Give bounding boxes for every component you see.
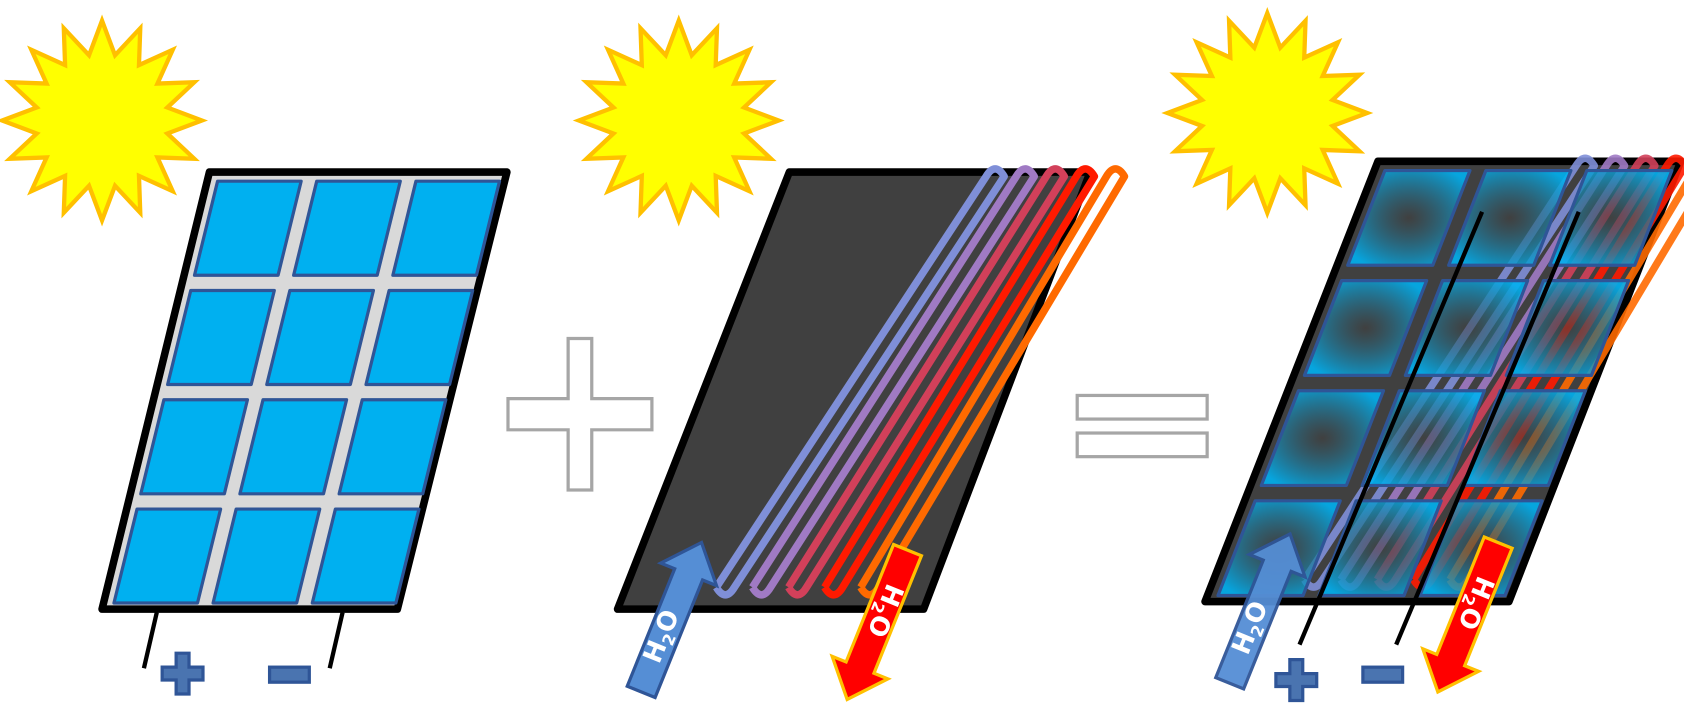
- coolant-pipe-loop: [749, 165, 1039, 599]
- terminal-wire-positive: [1297, 210, 1485, 646]
- solar-cell: [1302, 279, 1429, 377]
- solar-cell: [310, 507, 421, 605]
- coolant-pipe-loop: [785, 165, 1069, 599]
- minus-terminal-icon: [267, 665, 311, 684]
- solar-cell: [337, 398, 448, 496]
- terminal-wire-negative: [1394, 210, 1581, 646]
- thermal-collector: [613, 165, 1129, 613]
- solar-cell: [211, 507, 322, 605]
- solar-cell: [364, 288, 475, 387]
- sun-shape: [572, 14, 785, 227]
- cold-water-inlet-arrow: H2O: [1213, 531, 1308, 691]
- minus-terminal-icon: [1361, 665, 1405, 684]
- solar-cell: [1447, 168, 1573, 267]
- pvt-collector: [1201, 154, 1684, 606]
- pvt-terminals: [1274, 210, 1581, 703]
- solar-cell: [1504, 279, 1631, 377]
- plus-terminal-icon: [1274, 658, 1319, 703]
- sun-icon-1: [0, 14, 209, 227]
- pv-terminals: [141, 611, 345, 696]
- pv-panel-frame: [98, 168, 511, 613]
- sun-icon-3: [1161, 6, 1374, 219]
- solar-cell: [292, 179, 402, 277]
- hot-water-outlet-arrow: H2O: [829, 542, 924, 702]
- solar-cell: [391, 179, 502, 277]
- terminal-wire-positive: [141, 611, 159, 669]
- solar-cell: [1346, 168, 1472, 267]
- pv-panel: [98, 168, 511, 613]
- solar-cell: [1259, 389, 1386, 488]
- hot-water-outlet-arrow: H2O: [1420, 534, 1515, 695]
- solar-cell: [238, 398, 349, 496]
- solar-cell: [192, 179, 303, 277]
- solar-cell: [1403, 279, 1530, 377]
- coolant-pipe-loop: [713, 165, 1008, 599]
- sun-icon-2: [572, 14, 785, 227]
- plus-operator-icon: [506, 336, 654, 492]
- sun-shape: [1161, 6, 1374, 219]
- cold-water-inlet-arrow: H2O: [625, 540, 720, 700]
- solar-cell: [139, 398, 250, 496]
- equals-operator-icon: [1075, 393, 1209, 459]
- terminal-wire-negative: [327, 611, 345, 669]
- solar-cell: [1360, 389, 1487, 488]
- sun-shape: [0, 14, 209, 227]
- solar-cell: [265, 288, 376, 387]
- coolant-pipe-loop: [1301, 154, 1599, 591]
- solar-cell: [166, 288, 276, 387]
- coolant-pipe-loop: [821, 165, 1099, 599]
- solar-cell: [112, 507, 223, 605]
- solar-cell: [1548, 168, 1674, 267]
- plus-terminal-icon: [160, 651, 205, 696]
- coolant-pipe-loop: [857, 165, 1129, 599]
